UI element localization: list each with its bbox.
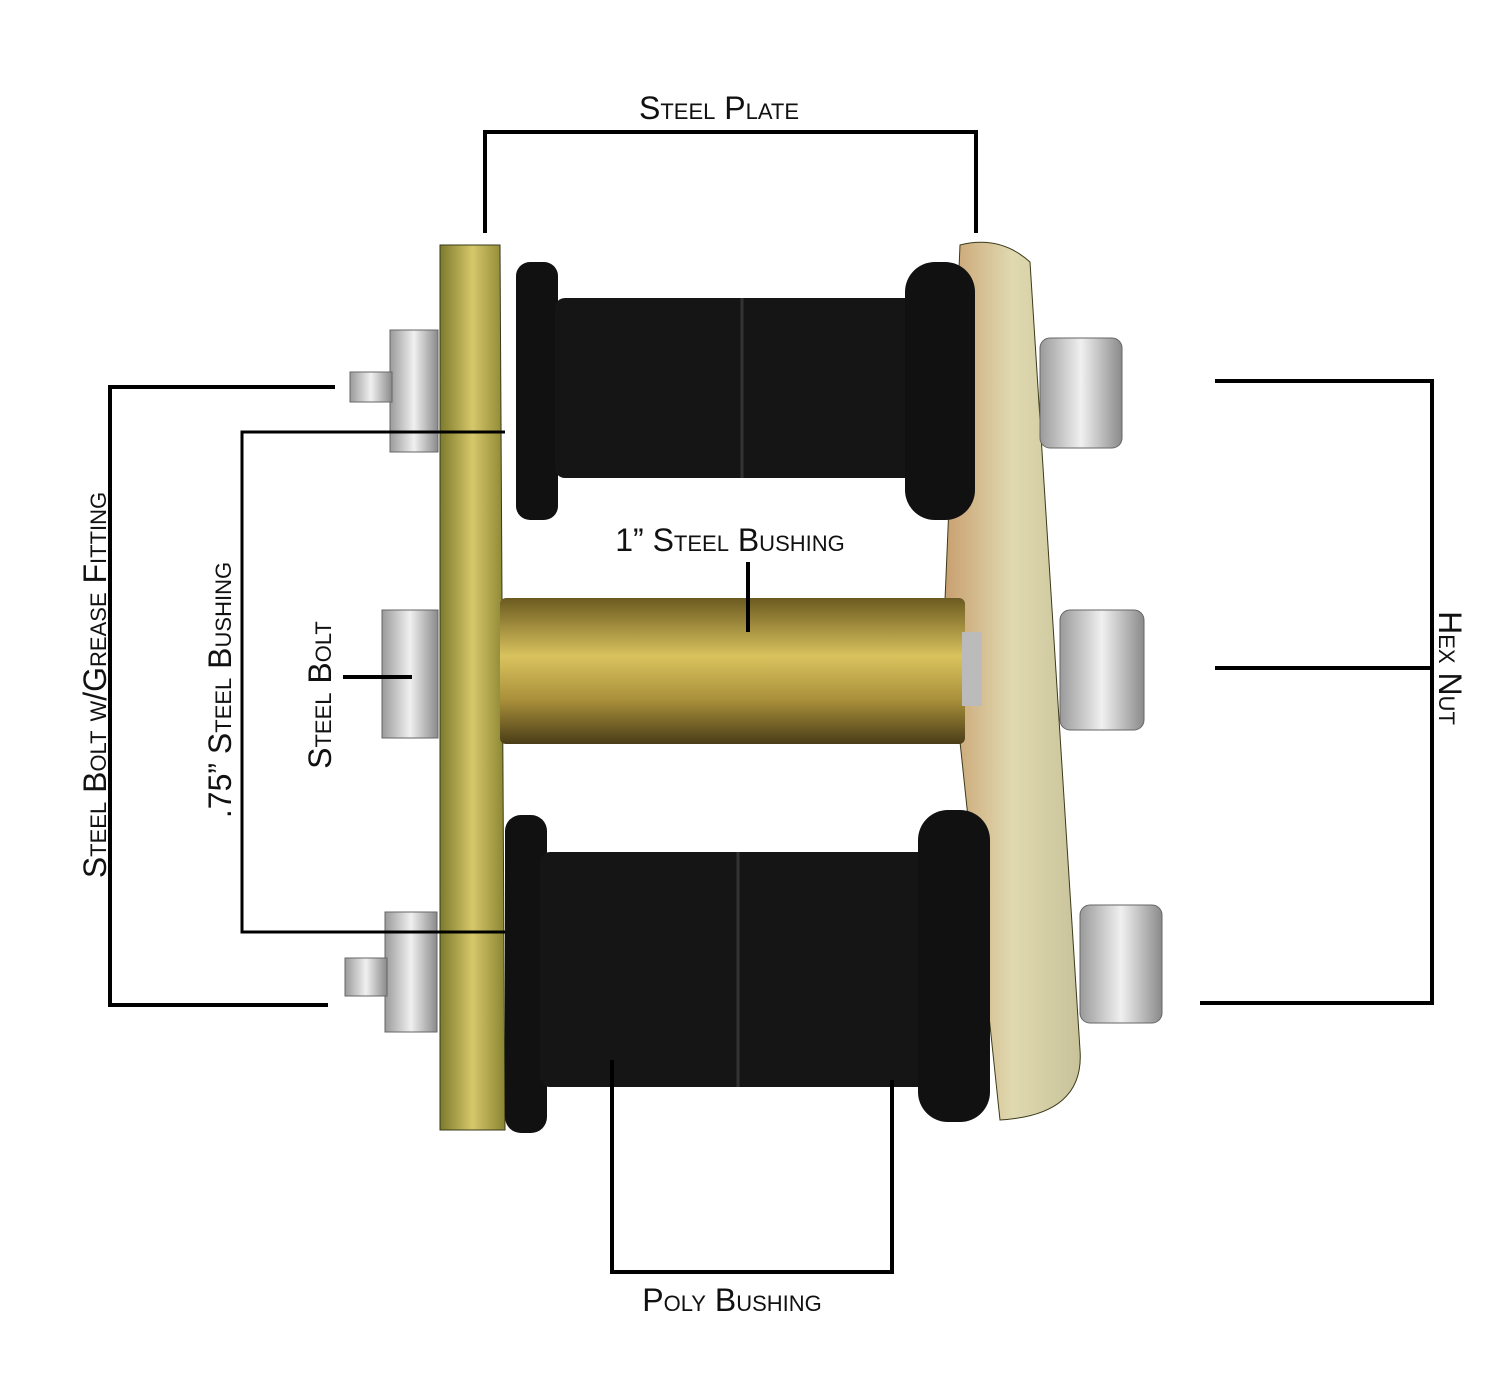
left-nuts <box>344 329 439 1033</box>
label-hex-nut: Hex Nut <box>1432 611 1468 725</box>
label-1-steel-bushing: 1” Steel Bushing <box>615 522 845 558</box>
left-steel-plate <box>439 244 506 1131</box>
label-steel-bolt-grease-fitting: Steel Bolt w/Grease Fitting <box>77 491 113 879</box>
leader-lines <box>108 130 1434 1274</box>
label-075-steel-bushing: .75” Steel Bushing <box>202 561 238 819</box>
steel-plate-bracket <box>483 130 978 233</box>
label-steel-plate: Steel Plate <box>639 90 799 126</box>
hex-nut-bracket <box>1200 379 1434 1005</box>
label-steel-bolt: Steel Bolt <box>302 621 338 769</box>
steel-bolt-grease-bracket <box>108 385 335 1007</box>
right-hex-nuts <box>1039 337 1163 1024</box>
poly-bushing-bracket <box>610 1060 894 1274</box>
top-poly-bushing <box>516 262 975 520</box>
label-poly-bushing: Poly Bushing <box>642 1282 822 1318</box>
bottom-poly-bushing <box>505 810 990 1133</box>
steel-bushing-075-bracket <box>240 430 505 934</box>
steel-bushing-tube <box>500 598 982 744</box>
